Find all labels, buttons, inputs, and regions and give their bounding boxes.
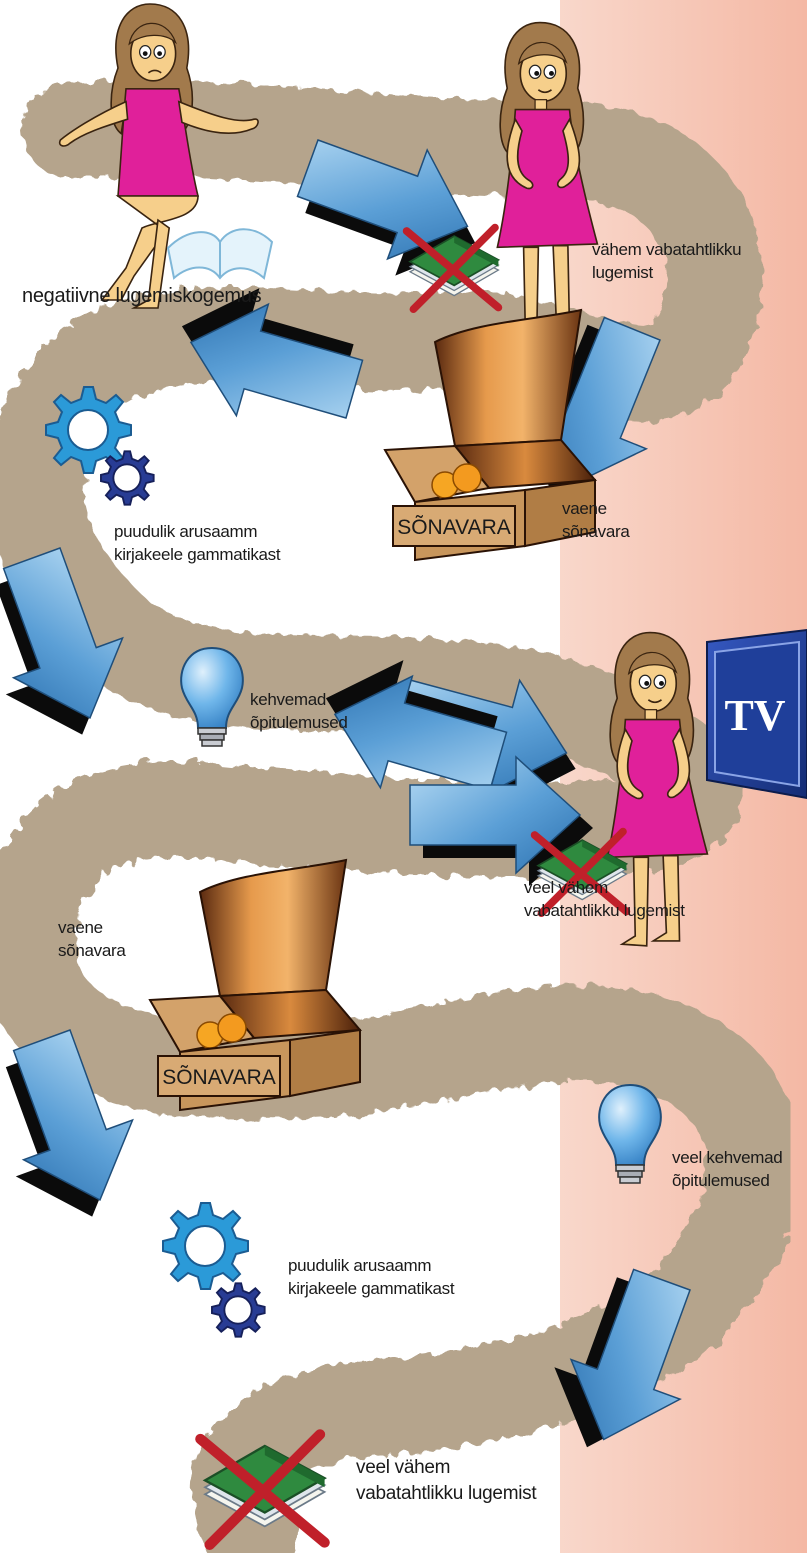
- label-even-less-reading-2: veel vähem vabatahtlikku lugemist: [356, 1455, 537, 1507]
- gear-icon-large-1: [45, 386, 132, 474]
- tv-label: TV: [724, 691, 785, 740]
- label-line: vaene: [562, 499, 607, 518]
- label-grammar-1: puudulik arusaamm kirjakeele gammatikast: [114, 520, 281, 566]
- label-poor-vocab-1: vaene sõnavara: [562, 497, 630, 543]
- label-line: õpitulemused: [672, 1171, 770, 1190]
- gear-icon-small-1: [100, 450, 155, 506]
- label-even-less-reading-1: veel vähem vabatahtlikku lugemist: [524, 876, 685, 922]
- label-line: vabatahtlikku lugemist: [524, 901, 685, 920]
- label-weaker-results-1: kehvemad õpitulemused: [250, 688, 348, 734]
- label-line: vaene: [58, 918, 103, 937]
- box-label-2: SÕNAVARA: [162, 1065, 276, 1089]
- label-line: veel vähem: [356, 1457, 451, 1478]
- label-line: kirjakeele gammatikast: [288, 1279, 455, 1298]
- vocabulary-box-2: SÕNAVARA: [149, 859, 361, 1111]
- gear-icon-small-2: [211, 1282, 266, 1338]
- open-book-icon: [166, 228, 274, 280]
- label-less-reading-1: vähem vabatahtlikku lugemist: [592, 238, 742, 284]
- label-line: õpitulemused: [250, 713, 348, 732]
- label-line: vabatahtlikku lugemist: [356, 1483, 537, 1504]
- tv-icon: TV: [706, 628, 807, 800]
- label-line: veel vähem: [524, 878, 608, 897]
- girl-sitting: [58, 3, 259, 309]
- label-line: kehvemad: [250, 690, 327, 709]
- label-line: sõnavara: [58, 941, 126, 960]
- label-line: puudulik arusaamm: [114, 522, 258, 541]
- label-line: lugemist: [592, 263, 653, 282]
- gear-icon-large-2: [162, 1202, 249, 1290]
- label-grammar-2: puudulik arusaamm kirjakeele gammatikast: [288, 1254, 455, 1300]
- label-negative-experience: negatiivne lugemiskogemus: [22, 285, 262, 307]
- label-even-weaker-results: veel kehvemad õpitulemused: [672, 1146, 783, 1192]
- vocabulary-box-1: SÕNAVARA: [384, 309, 596, 561]
- box-label-1: SÕNAVARA: [397, 515, 511, 539]
- label-line: sõnavara: [562, 522, 630, 541]
- label-line: veel kehvemad: [672, 1148, 783, 1167]
- label-line: kirjakeele gammatikast: [114, 545, 281, 564]
- label-poor-vocab-2: vaene sõnavara: [58, 916, 126, 962]
- label-line: puudulik arusaamm: [288, 1256, 432, 1275]
- label-line: vähem vabatahtlikku: [592, 240, 742, 259]
